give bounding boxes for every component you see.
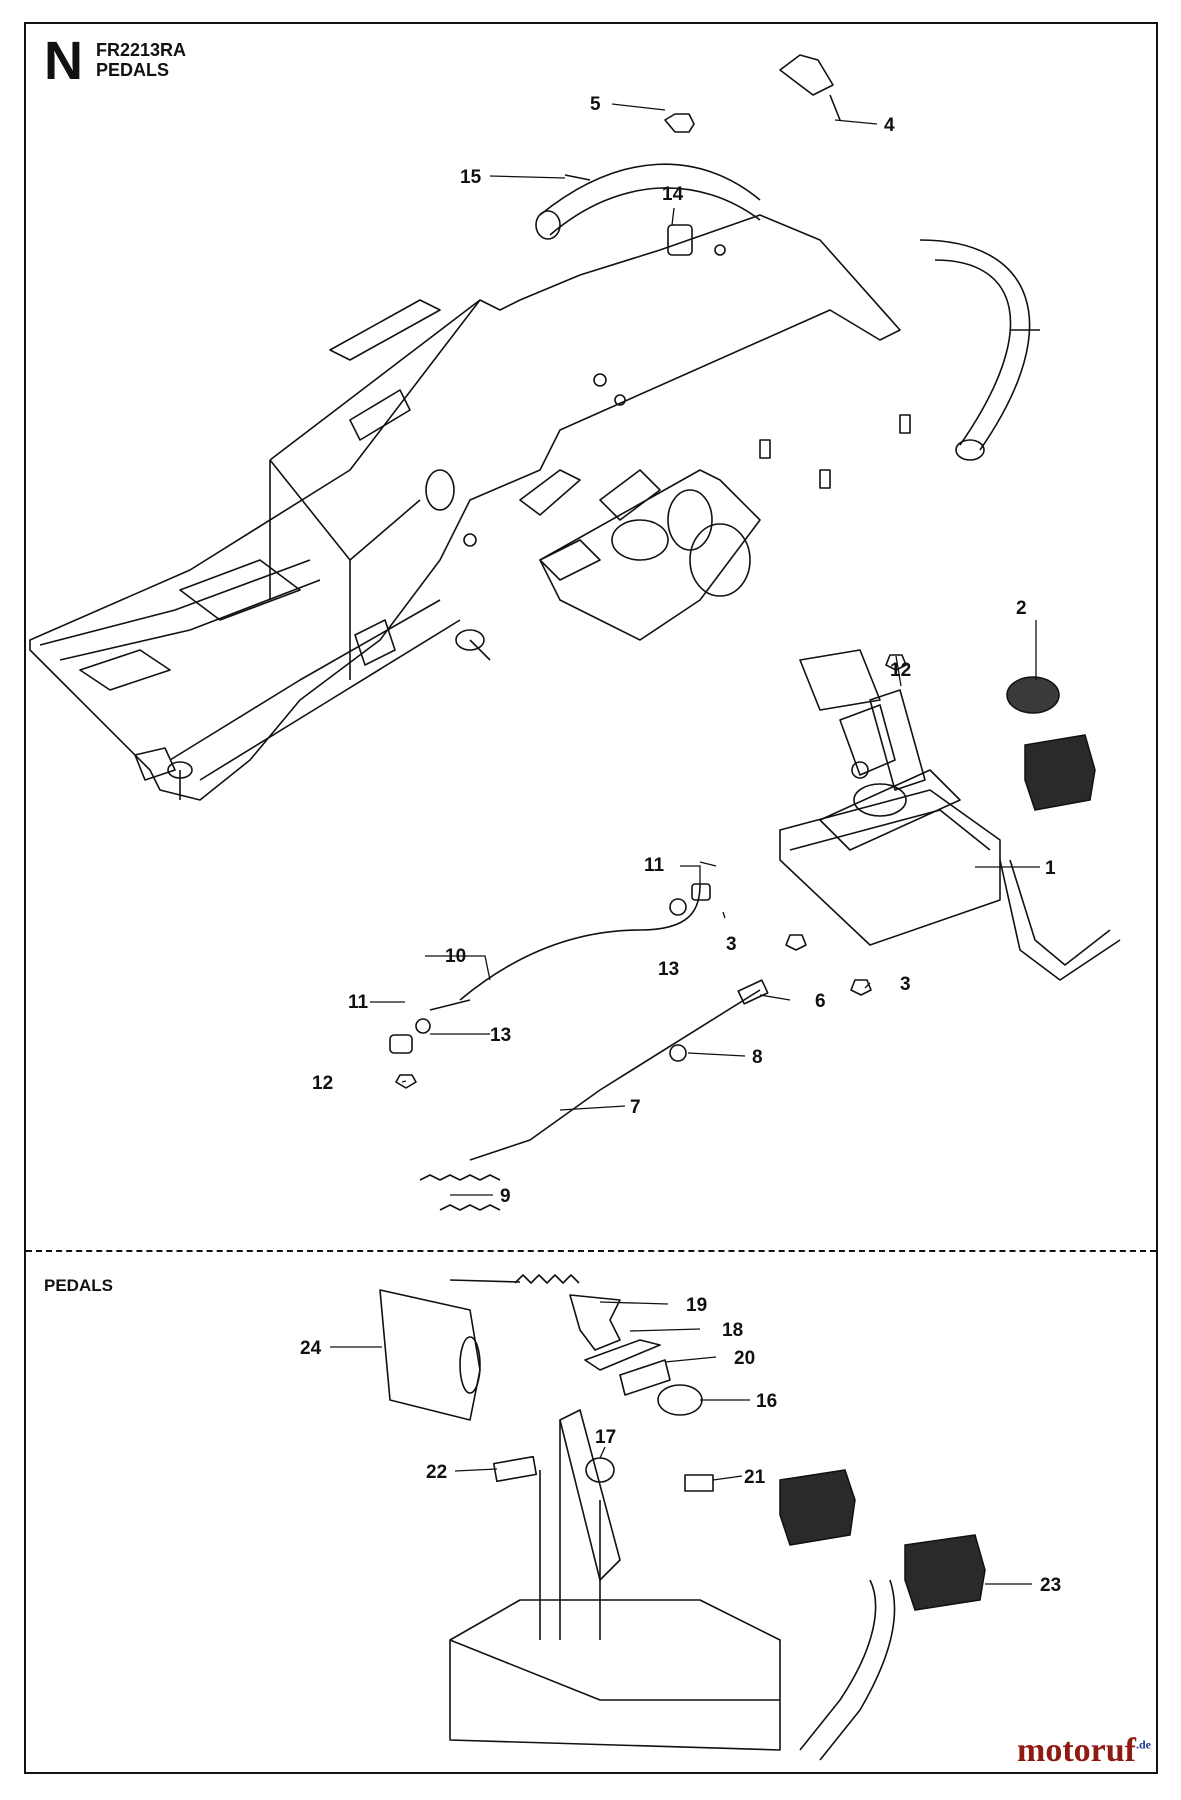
cable-assembly: [419, 884, 769, 1211]
diagram-frame: [24, 22, 1158, 1774]
watermark-logo: motoruf.de: [1017, 1732, 1151, 1769]
section-divider: [26, 1250, 1156, 1252]
callout-16: 16: [756, 1391, 777, 1412]
callout-22: 22: [426, 1462, 447, 1483]
hardware: [389, 54, 911, 1089]
callout-8: 8: [752, 1047, 763, 1068]
pedal-bracket-assembly: [779, 649, 1121, 981]
callout-18: 18: [722, 1320, 743, 1341]
callout-12a: 12: [890, 660, 911, 681]
callout-15: 15: [460, 167, 482, 188]
callout-6: 6: [815, 991, 826, 1012]
section-letter: N: [44, 31, 83, 91]
model-number: FR2213RA: [96, 40, 187, 60]
callout-20: 20: [734, 1348, 755, 1369]
section-title: PEDALS: [96, 60, 170, 80]
pedal-pads: [779, 676, 1096, 1611]
callout-3b: 3: [900, 974, 911, 995]
lower-pedal-view: [379, 1274, 896, 1761]
callout-13a: 13: [658, 959, 679, 980]
callout-23: 23: [1040, 1575, 1061, 1596]
callout-2: 2: [1016, 598, 1027, 619]
callout-21: 21: [744, 1467, 766, 1488]
callout-11a: 11: [644, 855, 665, 876]
callout-24: 24: [300, 1338, 322, 1359]
chassis-frame: [29, 214, 901, 801]
callout-3a: 3: [726, 934, 737, 955]
callout-9: 9: [500, 1186, 511, 1207]
callout-14: 14: [662, 184, 684, 205]
callout-17: 17: [595, 1427, 616, 1448]
callout-11b: 11: [348, 992, 369, 1013]
steering-tube: [535, 163, 1040, 461]
callout-12b: 12: [312, 1073, 333, 1094]
callout-7: 7: [630, 1097, 641, 1118]
leader-lines: [330, 103, 1040, 1585]
callout-labels: 1 2 3 3 4 5 6 7 8 9 10 11 11 12 12 13 13…: [300, 94, 1061, 1596]
callout-5: 5: [590, 94, 601, 115]
callout-1: 1: [1045, 858, 1056, 879]
callout-10: 10: [445, 946, 466, 967]
callout-13b: 13: [490, 1025, 511, 1046]
subsection-title: PEDALS: [44, 1276, 113, 1295]
callout-19: 19: [686, 1295, 707, 1316]
callout-4: 4: [884, 115, 895, 136]
